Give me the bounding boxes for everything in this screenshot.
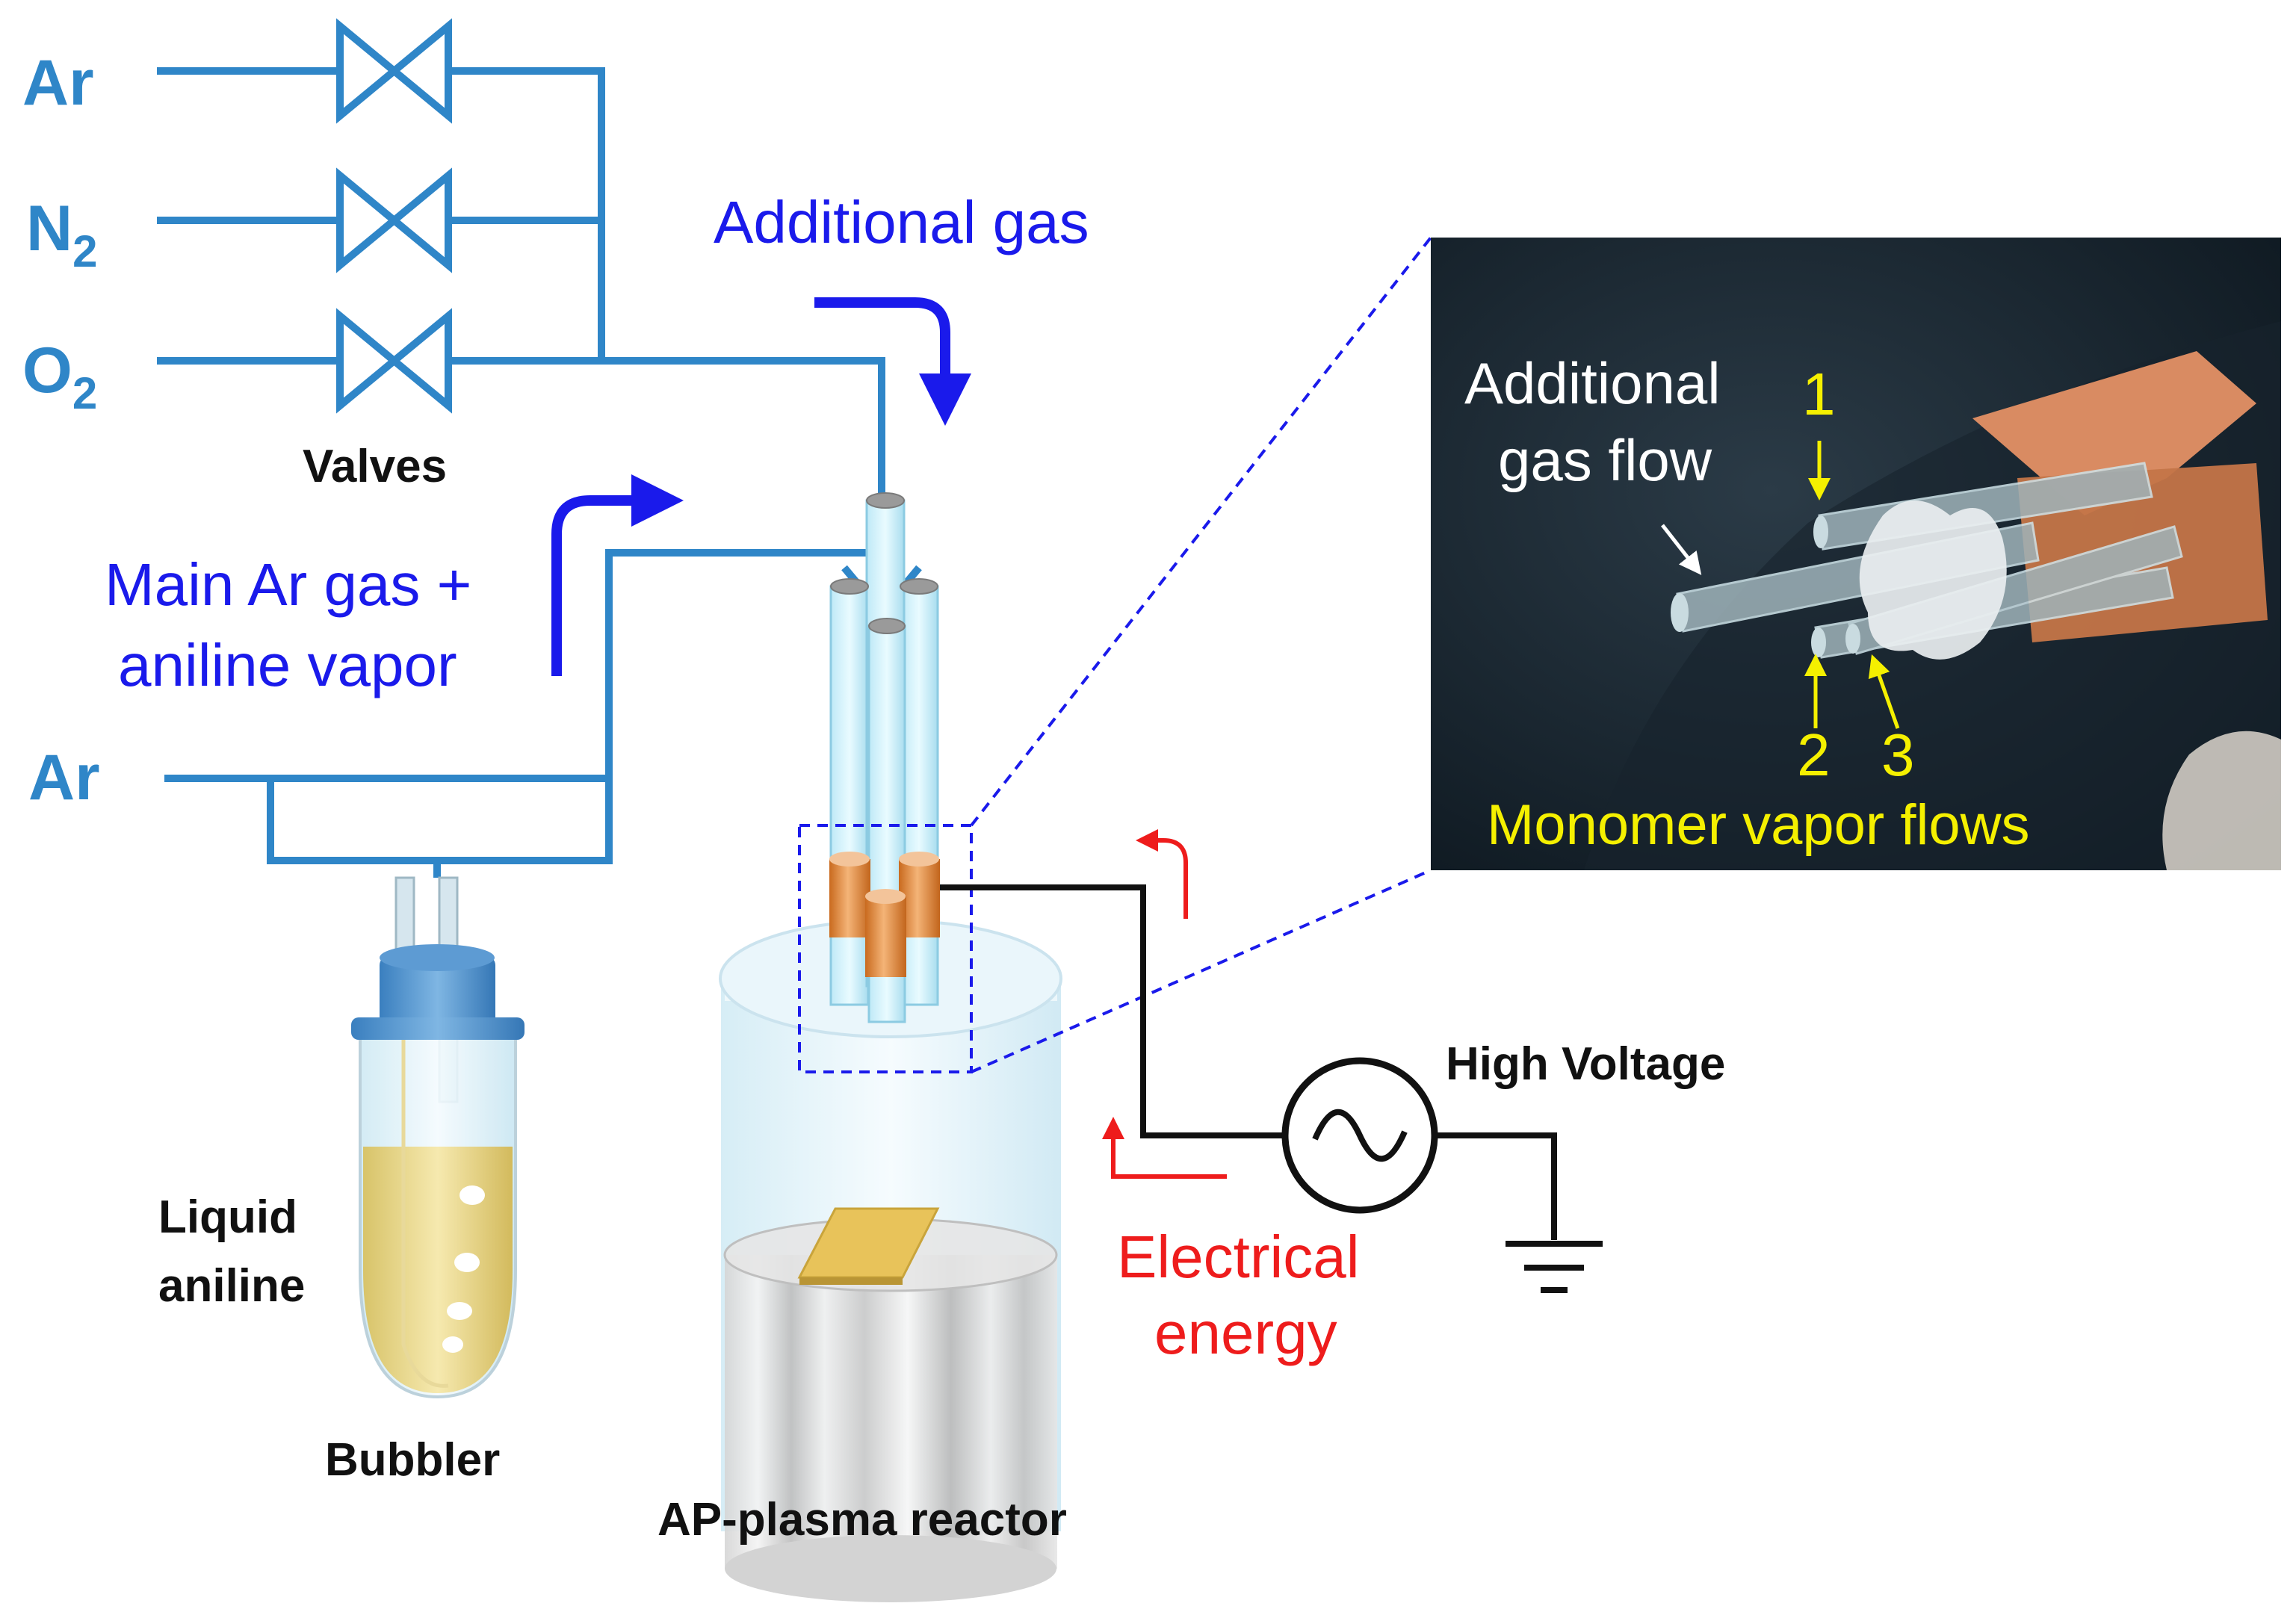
photo-inset [1431, 238, 2281, 870]
photo-additional-label-line2: gas flow [1498, 427, 1712, 493]
ac-source-icon [1281, 1057, 1438, 1214]
additional-gas-arrow [814, 297, 971, 426]
liquid-aniline [363, 1147, 513, 1393]
bubble [454, 1253, 480, 1272]
photo-arrow-3 [1868, 654, 1900, 729]
liquid-label-line2: aniline [158, 1260, 305, 1312]
liquid-label-line1: Liquid [158, 1191, 297, 1243]
gas-label-o2: O2 [22, 335, 97, 418]
reactor-base [725, 1255, 1057, 1569]
valve-ar[interactable] [336, 18, 452, 124]
zoom-indicator [798, 236, 1432, 1073]
gas-label-ar-top: Ar [22, 47, 94, 119]
main-gas-label-line2: aniline vapor [118, 632, 457, 698]
copper-tape-photo [1972, 351, 2256, 515]
main-gas-arrow [551, 474, 684, 676]
electrical-circuit [940, 884, 1603, 1293]
reactor [719, 919, 1062, 1602]
ar-top-line [157, 67, 605, 359]
main-gas-line [605, 549, 882, 861]
high-voltage-label: High Voltage [1446, 1038, 1725, 1090]
photo-white-arrow [1661, 524, 1702, 575]
photo-num-3: 3 [1881, 722, 1915, 788]
photo-monomer-label: Monomer vapor flows [1487, 793, 2030, 857]
bubbler-label: Bubbler [325, 1434, 500, 1486]
electrical-label-line2: energy [1154, 1300, 1337, 1366]
electric-arrow-bottom [1102, 1117, 1227, 1179]
bubble [447, 1302, 472, 1320]
electric-arrow-top [1136, 829, 1188, 919]
gas-label-ar-bottom: Ar [28, 742, 100, 813]
bubbler-loop [267, 778, 613, 864]
valve-o2[interactable] [336, 308, 452, 414]
electrical-label-line1: Electrical [1117, 1224, 1360, 1290]
tube-holder [1859, 500, 2007, 660]
copper-electrodes [829, 852, 940, 977]
photo-num-2: 2 [1797, 722, 1831, 788]
additional-gas-label: Additional gas [714, 189, 1089, 255]
photo-additional-label-line1: Additional [1464, 350, 1721, 416]
o2-line [157, 357, 885, 523]
reactor-label: AP-plasma reactor [657, 1494, 1067, 1546]
valves-label: Valves [303, 441, 447, 492]
main-gas-label-line1: Main Ar gas + [105, 551, 471, 618]
bubble [442, 1336, 463, 1353]
bubble [459, 1185, 485, 1205]
photo-num-1: 1 [1802, 361, 1836, 427]
bubbler [351, 876, 525, 1399]
valve-n2[interactable] [336, 167, 452, 273]
gas-label-n2: N2 [26, 193, 97, 276]
